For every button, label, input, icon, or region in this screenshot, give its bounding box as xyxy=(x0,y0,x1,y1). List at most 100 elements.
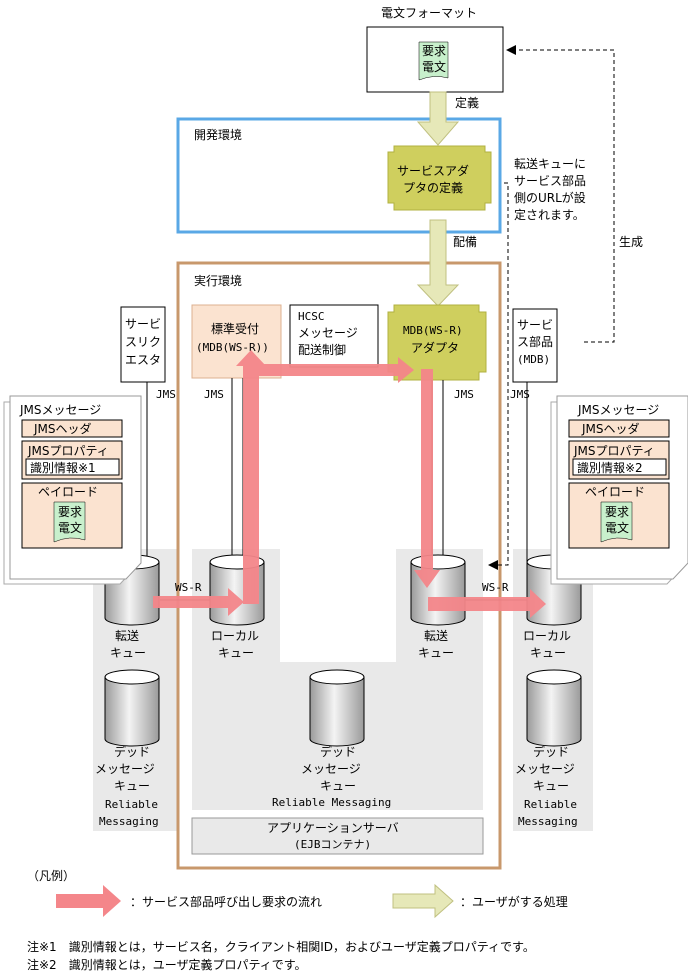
wsr-right-label: WS-R xyxy=(482,581,509,594)
deploy-arrow xyxy=(416,219,460,307)
runtime-env-title: 実行環境 xyxy=(194,273,242,288)
wsr-left-label: WS-R xyxy=(175,581,202,594)
format-req-line2: 電文 xyxy=(422,59,446,74)
generate-dashed-line xyxy=(506,45,615,343)
adapter-def-line2: プタの定義 xyxy=(403,180,463,195)
jms-left-title: JMSメッセージ xyxy=(19,403,101,417)
transfer-queue-note: 転送キューに サービス部品 側のURLが設 定されます。 xyxy=(514,156,586,222)
rm-right-line1: Reliable xyxy=(524,798,577,811)
dead-center-line2: メッセージ xyxy=(301,762,361,776)
left-transfer-line1: 転送 xyxy=(115,628,139,643)
service-part-line1: サービ xyxy=(517,318,553,332)
adapter-jms-label: JMS xyxy=(454,388,474,401)
service-part-jms: JMS xyxy=(510,388,530,401)
jms-right-req2: 電文 xyxy=(605,520,629,535)
queue-dead-right xyxy=(526,669,582,747)
hcsc-line1: HCSC xyxy=(298,310,325,323)
queue-right-transfer xyxy=(410,554,466,626)
mdb-adapter-line1: MDB(WS-R) xyxy=(403,324,463,337)
rm-left-line2: Messaging xyxy=(99,815,159,828)
service-requester-box xyxy=(120,306,166,383)
note-dashed-line xyxy=(488,182,509,570)
left-local-line1: ローカル xyxy=(211,629,259,643)
left-local-line2: キュー xyxy=(218,646,254,660)
flow-arrow-local-up xyxy=(236,350,266,604)
queue-dead-center xyxy=(309,669,365,747)
jms-right-payload-text: ペイロード xyxy=(585,485,645,499)
dead-right-line3: キュー xyxy=(533,779,569,793)
hcsc-line3: 配送制御 xyxy=(298,342,346,357)
dead-center-line3: キュー xyxy=(320,779,356,793)
jms-right-id-info xyxy=(572,458,667,476)
right-transfer-line2: キュー xyxy=(418,646,454,660)
define-arrow xyxy=(416,91,460,146)
jms-right-title: JMSメッセージ xyxy=(577,403,659,417)
app-server-line1: アプリケーションサーバ xyxy=(267,821,399,835)
generate-label: 生成 xyxy=(619,235,643,249)
rm-right-line2: Messaging xyxy=(518,815,578,828)
requester-line2: スリク xyxy=(125,335,161,349)
flow-arrow-adapter-down xyxy=(414,369,440,588)
adapter-def-line1: サービスアダ xyxy=(397,163,469,178)
jms-left-header xyxy=(21,419,123,438)
dead-center-line1: デッド xyxy=(320,744,356,759)
note-line-4: 定されます。 xyxy=(514,207,585,222)
jms-left-req2: 電文 xyxy=(58,520,82,535)
right-local-line2: キュー xyxy=(530,646,566,660)
app-server-line2: (EJBコンテナ) xyxy=(294,838,371,851)
dev-env-title: 開発環境 xyxy=(194,127,242,142)
jms-right-id-text: 識別情報※2 xyxy=(577,461,643,475)
rm-left-line1: Reliable xyxy=(105,798,158,811)
dead-right-line1: デッド xyxy=(533,744,569,759)
std-receiver-line2: (MDB(WS-R)) xyxy=(196,341,269,354)
jms-right-header-text: JMSヘッダ xyxy=(581,421,640,436)
jms-left-header-text: JMSヘッダ xyxy=(33,421,92,436)
jms-left-id-info xyxy=(25,458,120,476)
format-req-line1: 要求 xyxy=(422,44,446,58)
std-receiver-line1: 標準受付 xyxy=(211,321,259,336)
legend-yellow-arrow xyxy=(392,883,454,919)
legend-red-arrow xyxy=(56,885,121,917)
jms-message-right: JMSメッセージ JMSヘッダ JMSプロパティ 識別情報※2 ペイロード 要求… xyxy=(550,395,688,585)
legend-yellow-text: ：ユーザがする処理 xyxy=(460,894,568,909)
app-server-box xyxy=(191,817,484,855)
dead-right-line2: メッセージ xyxy=(515,762,575,776)
footnote-2: 注※2 識別情報とは，ユーザ定義プロパティです。 xyxy=(27,957,307,972)
service-adapter-definition: サービスアダ プタの定義 xyxy=(387,145,492,211)
dead-left-line2: メッセージ xyxy=(95,762,155,776)
dead-left-line3: キュー xyxy=(114,779,150,793)
requester-line3: エスタ xyxy=(125,353,161,367)
queue-dead-left xyxy=(104,669,160,747)
jms-left-payload-text: ペイロード xyxy=(38,485,98,499)
flow-arrow-requester-to-local xyxy=(153,588,244,616)
jms-right-req1: 要求 xyxy=(605,505,629,519)
right-transfer-line1: 転送 xyxy=(424,628,448,643)
service-part-line2: ス部品 xyxy=(517,334,553,349)
jms-left-req1: 要求 xyxy=(58,505,82,519)
jms-left-property-text: JMSプロパティ xyxy=(27,444,109,458)
service-part-line3: (MDB) xyxy=(517,353,550,366)
note-line-2: サービス部品 xyxy=(514,173,586,188)
flow-arrow-to-adapter xyxy=(253,357,414,383)
service-part-box xyxy=(512,308,558,383)
dev-env-box xyxy=(176,117,502,234)
jms-message-left: JMSメッセージ JMSヘッダ JMSプロパティ 識別情報※1 ペイロード 要求… xyxy=(3,395,142,585)
jms-right-header xyxy=(568,419,670,438)
format-request-doc: 要求 電文 xyxy=(418,41,449,81)
define-label: 定義 xyxy=(455,95,479,110)
right-local-line1: ローカル xyxy=(523,629,571,643)
rm-center: Reliable Messaging xyxy=(272,796,391,809)
service-call-flow xyxy=(153,350,546,618)
requester-jms: JMS xyxy=(156,388,176,401)
legend-red-text: ：サービス部品呼び出し要求の流れ xyxy=(130,894,322,909)
left-transfer-line2: キュー xyxy=(110,646,146,660)
hcsc-line2: メッセージ xyxy=(298,326,358,340)
format-box-title: 電文フォーマット xyxy=(381,5,477,20)
flow-arrow-to-remote-local xyxy=(428,589,546,618)
jms-left-id-text: 識別情報※1 xyxy=(30,461,96,475)
std-jms-label: JMS xyxy=(204,388,224,401)
jms-right-property-text: JMSプロパティ xyxy=(573,444,655,458)
dead-left-line1: デッド xyxy=(114,744,150,759)
deploy-label: 配備 xyxy=(453,234,477,249)
